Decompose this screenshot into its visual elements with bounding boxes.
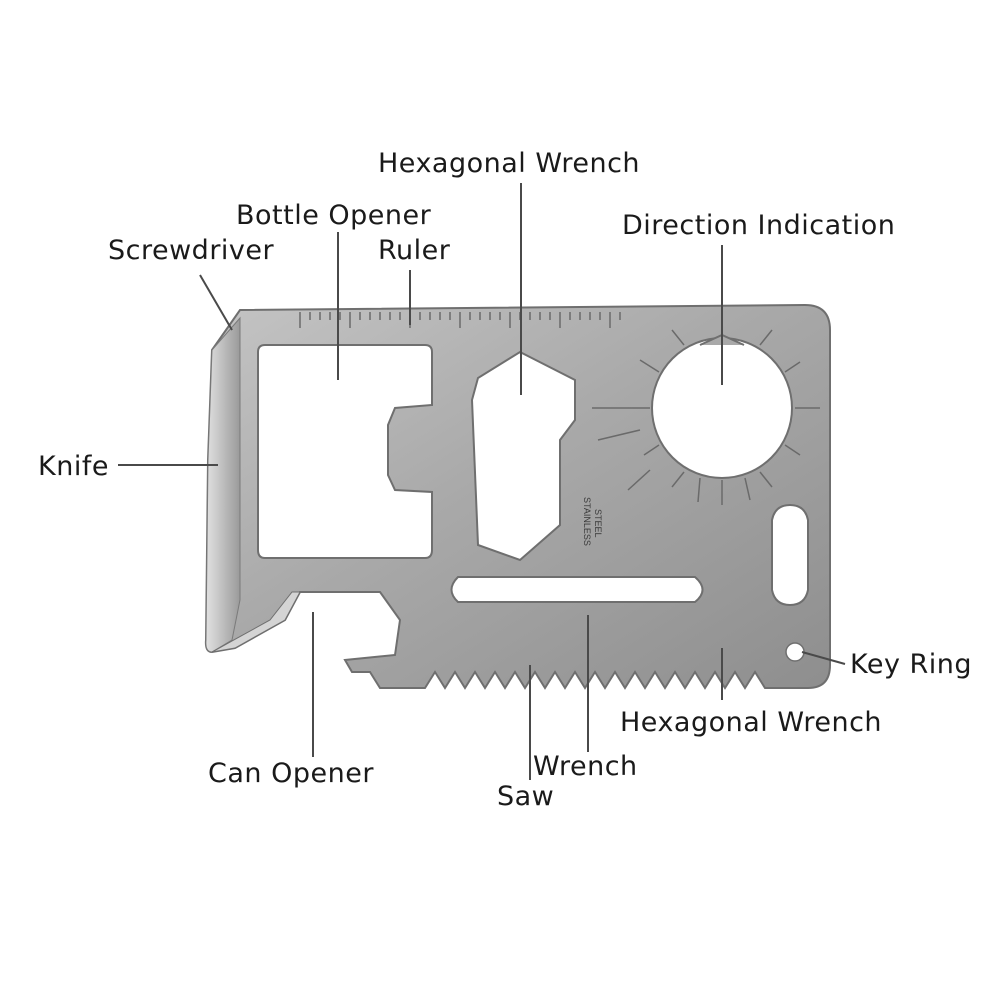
leader-lines — [118, 183, 846, 780]
can-opener-hook — [211, 591, 301, 653]
label-key-ring: Key Ring — [850, 649, 972, 680]
stamp-line-2: STEEL — [593, 509, 603, 538]
stainless-steel-stamp: STAINLESS STEEL — [582, 497, 603, 546]
leader-key-ring — [801, 651, 846, 665]
label-hexagonal-wrench-top: Hexagonal Wrench — [378, 148, 640, 179]
label-screwdriver: Screwdriver — [108, 235, 275, 266]
labels: Hexagonal Wrench Bottle Opener Screwdriv… — [38, 148, 972, 812]
label-bottle-opener: Bottle Opener — [236, 200, 432, 231]
leader-screwdriver — [199, 274, 233, 331]
label-direction-indication: Direction Indication — [622, 210, 895, 241]
label-ruler: Ruler — [378, 235, 451, 266]
label-wrench: Wrench — [533, 751, 638, 782]
knife-edge — [205, 316, 241, 653]
label-knife: Knife — [38, 451, 109, 482]
ruler-ticks — [299, 312, 621, 328]
label-saw: Saw — [497, 781, 554, 812]
direction-rays — [592, 318, 820, 505]
key-ring-hole — [785, 642, 805, 662]
stamp-line-1: STAINLESS — [582, 497, 592, 546]
label-hexagonal-wrench-bottom: Hexagonal Wrench — [620, 707, 882, 738]
survival-card: STAINLESS STEEL — [204, 303, 831, 690]
label-can-opener: Can Opener — [208, 758, 374, 789]
